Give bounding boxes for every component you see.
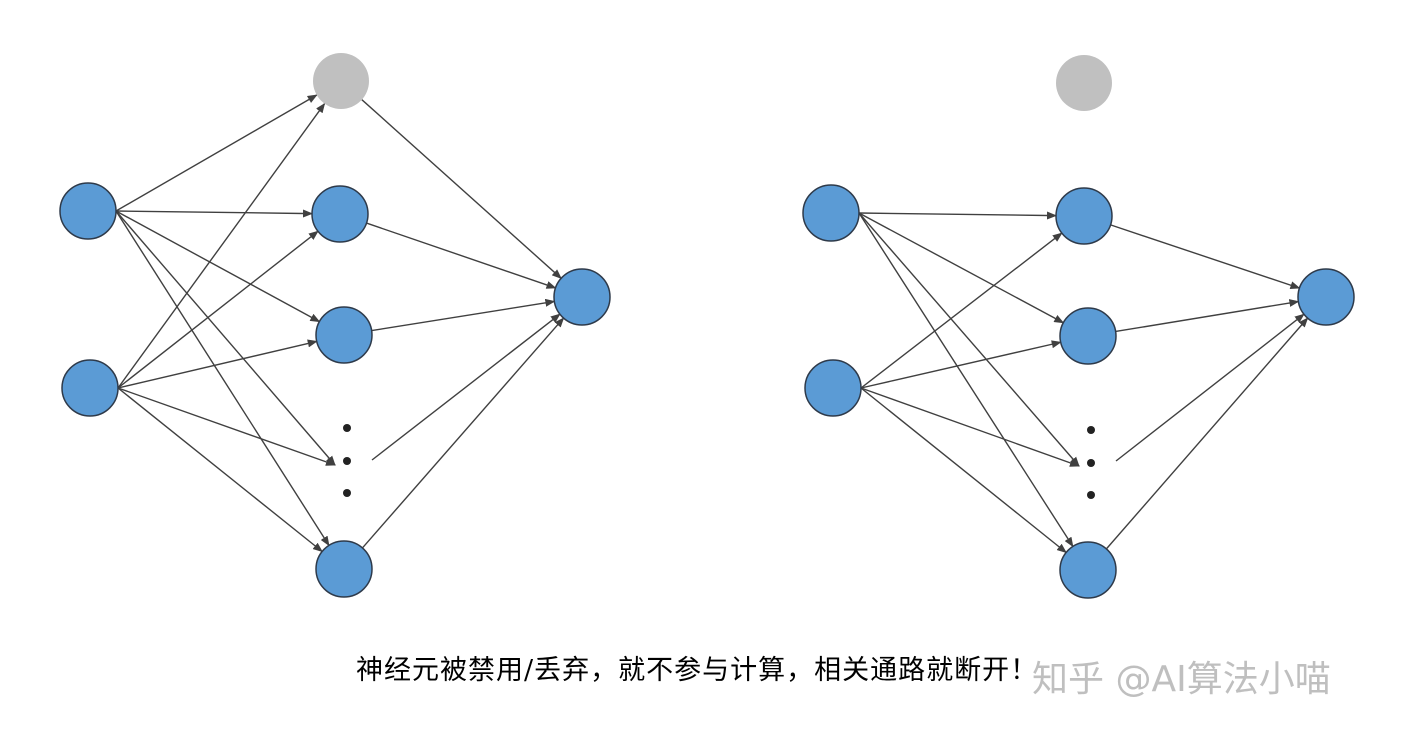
watermark: 知乎 @AI算法小喵: [1032, 659, 1331, 700]
full-network-ellipsis-dot: [343, 489, 351, 497]
full-network-hidden-neuron: [315, 540, 373, 598]
full-network-hidden-neuron: [311, 185, 369, 243]
full-network-edge-input-hidden: [117, 230, 319, 389]
full-network-ellipsis-dot: [343, 457, 351, 465]
dropout-network-hidden-neuron: [1059, 541, 1117, 599]
full-network-edge-hidden-output: [366, 222, 557, 289]
dropout-network-edge-hidden-output: [1110, 224, 1301, 290]
dropout-network-ellipsis-dot: [1087, 459, 1095, 467]
dropout-network-edge-input-hidden: [858, 212, 1080, 467]
full-network-edge-input-hidden: [117, 387, 336, 466]
dropout-network-edge-input-hidden: [858, 212, 1065, 324]
dropout-network-edge-input-hidden: [860, 387, 1067, 554]
dropout-network-edge-hidden-output: [1105, 317, 1309, 550]
full-network-dropped-neuron: [313, 53, 369, 109]
dropout-network-hidden-neuron: [1055, 187, 1113, 245]
full-network-input-neuron: [61, 359, 119, 417]
dropout-network-input-neuron: [802, 184, 860, 242]
dropout-network-ellipsis-dot: [1087, 491, 1095, 499]
full-network-edge-input-hidden: [115, 209, 314, 218]
full-network-edge-input-hidden: [115, 210, 330, 547]
full-network-output-neuron: [553, 268, 611, 326]
caption: 神经元被禁用/丢弃，就不参与计算，相关通路就断开！: [356, 655, 1039, 686]
full-network-edge-input-hidden: [115, 210, 321, 323]
dropout-network-edge-input-hidden: [858, 211, 1058, 220]
full-network-edge-input-hidden: [115, 94, 318, 212]
full-network-edge-input-hidden: [117, 339, 318, 389]
dropout-network-edge-hidden-output: [1115, 299, 1300, 333]
full-network-edge-hidden-output: [371, 313, 561, 461]
dropout-network-hidden-neuron: [1059, 307, 1117, 365]
dropout-network-ellipsis-dot: [1087, 426, 1095, 434]
full-network-ellipsis-dot: [343, 424, 351, 432]
dropout-network-output-neuron: [1297, 268, 1355, 326]
dropout-network-dropped-neuron: [1056, 55, 1112, 111]
full-network-edge-input-hidden: [117, 102, 326, 389]
full-network-edge-input-hidden: [115, 210, 336, 466]
dropout-network-edge-input-hidden: [860, 387, 1080, 467]
full-network-edge-hidden-output: [361, 317, 565, 549]
full-network-hidden-neuron: [315, 306, 373, 364]
dropout-network-input-neuron: [804, 359, 862, 417]
dropout-network-edge-input-hidden: [858, 212, 1074, 548]
full-network-edge-hidden-output: [371, 298, 556, 332]
dropout-network-edge-input-hidden: [860, 340, 1062, 389]
dropout-network-edge-input-hidden: [860, 232, 1063, 389]
full-network-edge-input-hidden: [117, 387, 323, 553]
dropout-network-edge-hidden-output: [1115, 313, 1305, 462]
full-network-input-neuron: [59, 182, 117, 240]
full-network-edge-hidden-output: [361, 99, 562, 279]
